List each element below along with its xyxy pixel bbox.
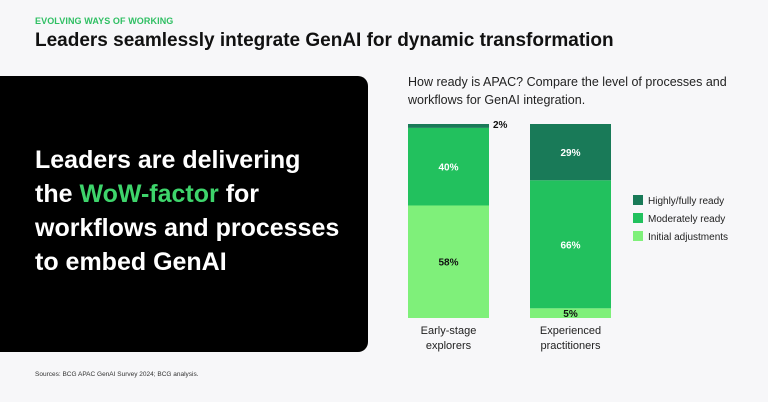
chart-title: How ready is APAC? Compare the level of …	[408, 75, 727, 107]
legend-label: Initial adjustments	[648, 232, 728, 243]
legend-swatch	[633, 195, 643, 205]
legend-label: Moderately ready	[648, 214, 725, 225]
category-label: explorers	[426, 340, 472, 352]
statement-line-1: Leaders are delivering	[35, 146, 301, 174]
bar-segment	[408, 124, 489, 128]
category-label: Early-stage	[421, 325, 477, 337]
data-label: 58%	[438, 258, 458, 269]
category-label: Experienced	[540, 325, 601, 337]
page-title: Leaders seamlessly integrate GenAI for d…	[35, 30, 614, 51]
data-label: 2%	[493, 120, 508, 131]
statement-line-2: the WoW-factor for	[35, 177, 355, 211]
wow-factor-highlight: WoW-factor	[79, 180, 219, 208]
bar-segment	[408, 127, 489, 206]
source-note: Sources: BCG APAC GenAI Survey 2024; BCG…	[35, 371, 199, 378]
legend-swatch	[633, 213, 643, 223]
bar-segment	[408, 205, 489, 318]
statement-prefix: the	[35, 180, 80, 208]
data-label: 5%	[563, 309, 578, 320]
statement-line-4: to embed GenAI	[35, 248, 227, 276]
data-label: 29%	[560, 148, 580, 159]
statement-suffix: for	[218, 180, 260, 208]
data-label: 40%	[438, 163, 458, 174]
legend-swatch	[633, 231, 643, 241]
highlight-panel	[0, 76, 368, 352]
bar-segment	[530, 124, 611, 181]
section-kicker: EVOLVING WAYS OF WORKING	[35, 16, 174, 26]
panel-statement: Leaders are delivering the WoW-factor fo…	[35, 143, 355, 279]
category-label: practitioners	[541, 340, 601, 352]
bar-segment	[530, 180, 611, 309]
data-label: 66%	[560, 240, 580, 251]
bar-segment	[530, 308, 611, 318]
statement-line-3: workflows and processes	[35, 214, 340, 242]
legend-label: Highly/fully ready	[648, 196, 724, 207]
